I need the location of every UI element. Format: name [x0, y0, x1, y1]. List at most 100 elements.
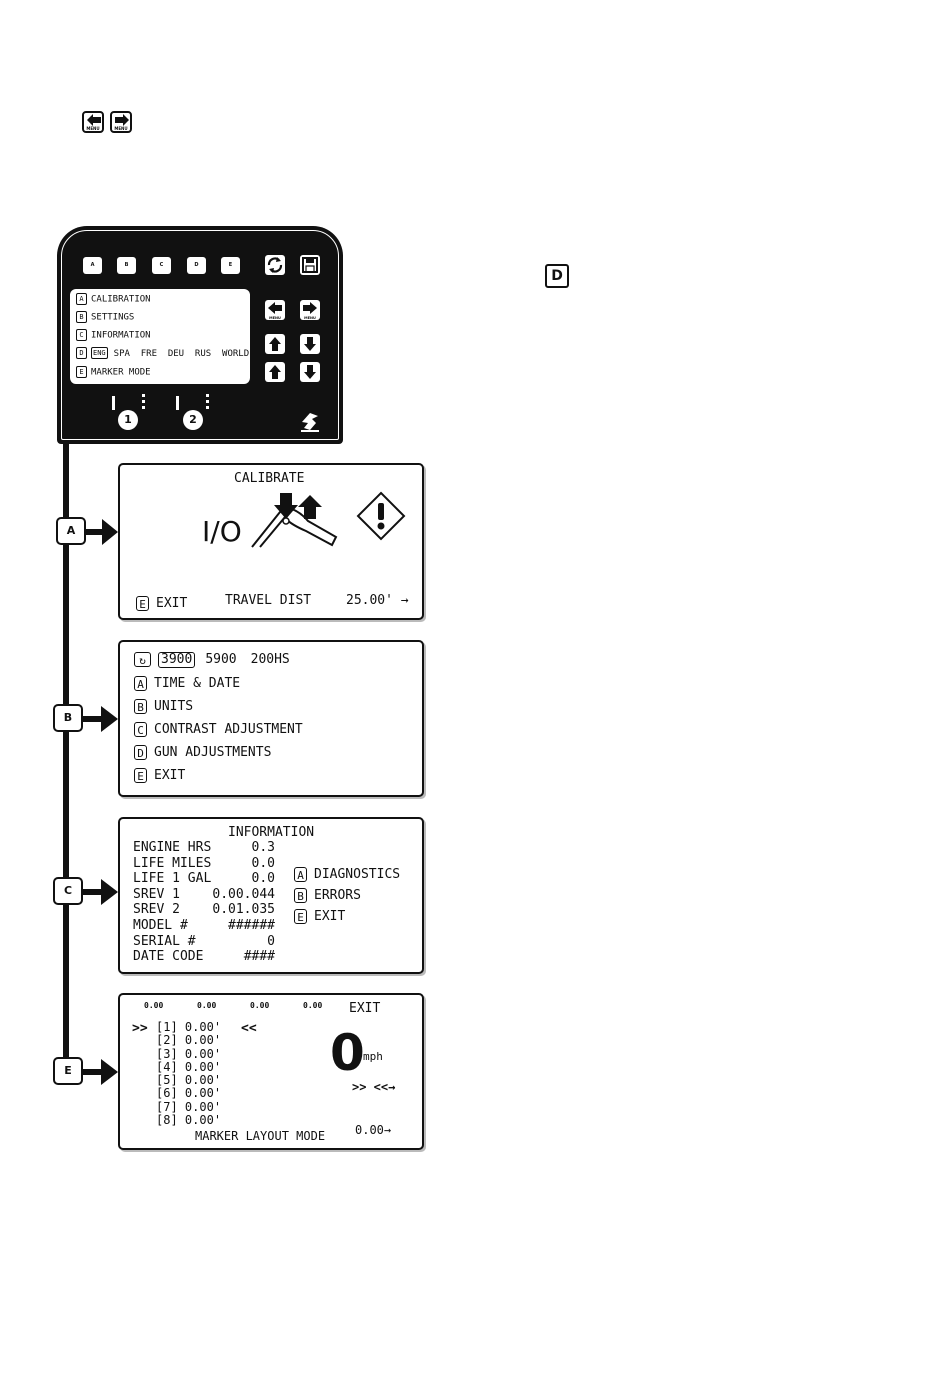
menu-key-label: MENU	[86, 126, 100, 131]
menu-key-label: MENU	[269, 316, 281, 320]
tag-c: C	[53, 877, 83, 905]
save-key[interactable]	[300, 255, 320, 275]
info-value: ####	[243, 949, 275, 965]
info-label: ENGINE HRS	[133, 840, 212, 855]
arrow-down-icon	[304, 365, 316, 379]
marker-value: 0.00'	[184, 1020, 222, 1034]
cycle-key[interactable]	[265, 255, 285, 275]
marker-id: [3]	[156, 1046, 178, 1061]
marker-row: [2] 0.00'	[156, 1034, 221, 1047]
info-exit[interactable]: E EXIT	[294, 909, 345, 924]
marker-list: [1] 0.00' [2] 0.00' [3] 0.00' [4] 0.00' …	[156, 1020, 222, 1128]
gun-handle-icon	[251, 493, 338, 548]
option-label: EXIT	[314, 909, 346, 924]
arrow-right-icon	[86, 519, 118, 545]
softkey-b[interactable]: B	[117, 257, 136, 274]
cycle-icon: ↻	[134, 652, 151, 667]
marker-value: 0.00'	[184, 1113, 222, 1128]
item-label: GUN ADJUSTMENTS	[154, 745, 272, 760]
marker-distance: 0.00→	[355, 1123, 392, 1137]
tag-a: A	[56, 517, 86, 545]
menu-left-key-ctrl[interactable]: MENU	[265, 300, 285, 320]
marker-row: [7] 0.00'	[156, 1100, 221, 1114]
menu-label: CALIBRATION	[91, 294, 151, 305]
arrow-right-icon	[83, 1059, 118, 1085]
down-key-1[interactable]	[300, 334, 320, 354]
info-value: 0.01.035	[212, 902, 275, 918]
up-key-1[interactable]	[265, 334, 285, 354]
gun-indicator-2-bar	[176, 392, 209, 412]
menu-right-key[interactable]: MENU	[110, 111, 132, 133]
gun-1-badge: 1	[118, 410, 138, 430]
flow-line	[63, 440, 69, 1072]
key-box: A	[134, 676, 147, 691]
menu-label: SETTINGS	[91, 312, 135, 323]
info-label: LIFE 1 GAL	[133, 871, 212, 887]
softkey-a[interactable]: A	[83, 257, 102, 274]
marker-screen: 0.00 0.00 0.00 0.00 EXIT >> [1] 0.00' [2…	[118, 993, 424, 1150]
marker-row: [8] 0.00'	[156, 1113, 222, 1128]
marker-exit[interactable]: EXIT	[349, 1001, 381, 1016]
info-diagnostics[interactable]: A DIAGNOSTICS	[294, 867, 400, 882]
info-label: SREV 1	[133, 886, 180, 902]
info-label: SREV 2	[133, 902, 180, 918]
settings-exit[interactable]: E EXIT	[134, 768, 185, 783]
down-key-2[interactable]	[300, 362, 320, 382]
arrow-left-icon	[268, 302, 282, 314]
info-value: 0	[267, 933, 275, 949]
marker-id: [6]	[156, 1086, 178, 1101]
settings-gun-adjust[interactable]: D GUN ADJUSTMENTS	[134, 745, 271, 760]
marker-id: [4]	[156, 1059, 178, 1074]
arrow-down-icon	[304, 337, 316, 351]
option-label: DIAGNOSTICS	[314, 867, 401, 882]
d-key[interactable]: D	[545, 264, 569, 288]
key-box: E	[294, 909, 307, 924]
gun-indicator-1-bar	[112, 392, 145, 412]
softkey-e[interactable]: E	[221, 257, 240, 274]
item-label: UNITS	[154, 699, 194, 714]
item-label: EXIT	[154, 768, 186, 783]
info-row: DATE CODE####	[133, 949, 275, 965]
arrow-up-icon	[269, 337, 281, 351]
key-box: D	[134, 745, 147, 760]
marker-value: 0.00'	[184, 1086, 222, 1101]
softkey-d[interactable]: D	[187, 257, 206, 274]
marker-row: [3] 0.00'	[156, 1046, 222, 1061]
marker-row: [6] 0.00'	[156, 1087, 221, 1100]
menu-right-key-ctrl[interactable]: MENU	[300, 300, 320, 320]
arrow-right-icon	[83, 879, 118, 905]
softkey-c[interactable]: C	[152, 257, 171, 274]
option-label: ERRORS	[314, 888, 361, 903]
menu-left-key[interactable]: MENU	[82, 111, 104, 133]
key-box: B	[134, 699, 147, 714]
key-box: A	[294, 867, 307, 882]
key-box: E	[136, 596, 149, 611]
settings-units[interactable]: B UNITS	[134, 699, 193, 714]
warning-icon	[356, 491, 406, 541]
up-key-2[interactable]	[265, 362, 285, 382]
arrow-up-icon	[269, 365, 281, 379]
marker-id: [1]	[156, 1020, 178, 1034]
information-title: INFORMATION	[228, 825, 315, 840]
arrow-right-icon	[303, 302, 317, 314]
controller-bezel	[61, 230, 339, 440]
language-options: SPA FRE DEU RUS WORLD	[113, 348, 250, 359]
model-option: 200HS	[250, 652, 290, 667]
model-option: 5900	[205, 652, 237, 667]
key-box: E	[134, 768, 147, 783]
marker-value: 0.00'	[184, 1046, 222, 1061]
